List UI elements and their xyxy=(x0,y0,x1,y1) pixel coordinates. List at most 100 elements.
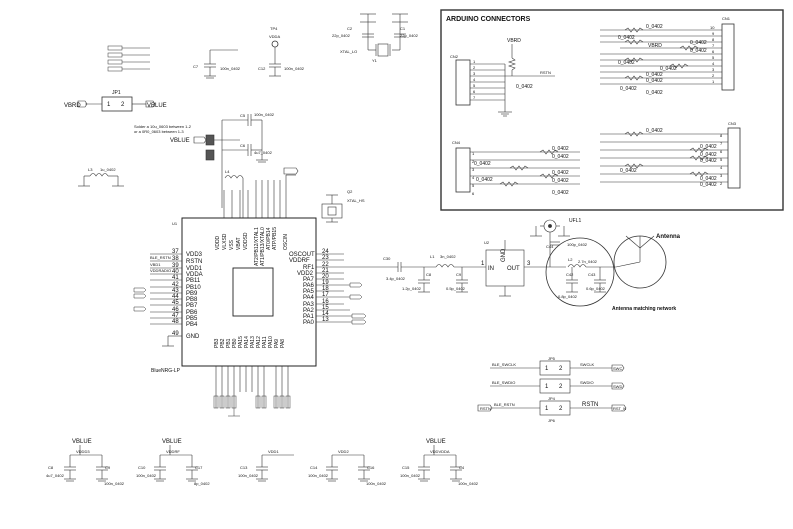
c7-label: C7 xyxy=(193,64,199,69)
jp1-label: JP1 xyxy=(112,90,121,96)
rail-label: VBLUE xyxy=(426,439,446,445)
cap-ref: C8 xyxy=(48,465,54,470)
svg-text:0_0402: 0_0402 xyxy=(552,170,569,176)
cap-ref: C15 xyxy=(402,465,410,470)
svg-text:7: 7 xyxy=(712,43,715,48)
jp4-left-net: BLE_SWDIO xyxy=(492,380,515,385)
ic-left-pin-name: PB6 xyxy=(186,310,198,316)
c5-value: 100n_0402 xyxy=(254,112,275,117)
cap-value: 100n_0402 xyxy=(400,473,421,478)
solder-note-2: or a 0R0_0603 between 1-3 xyxy=(134,129,184,134)
ic-ref: U1 xyxy=(172,221,178,226)
ic-right-pin-name: VDD2 xyxy=(297,271,314,277)
xtal-hs-label: XTAL_HS xyxy=(347,198,365,203)
svg-text:0_0402: 0_0402 xyxy=(474,161,491,167)
net-label: VDDRF xyxy=(166,449,180,454)
ic-bottom-pin: PA9 xyxy=(274,339,280,348)
ic-right-pin-name: OSCOUT xyxy=(289,252,315,258)
cap-ref: C4 xyxy=(459,465,465,470)
ic-left-pin-name: RSTN xyxy=(186,259,202,265)
svg-text:1: 1 xyxy=(472,151,475,156)
tp4-testpoint: TP4 VDDA C12 100n_0402 xyxy=(258,26,305,77)
c2-label: C2 xyxy=(347,26,353,31)
ic-top-pin: AT1/PB13/XTAL0 xyxy=(260,227,266,266)
xtal-lo-label: XTAL_LO xyxy=(340,49,357,54)
svg-text:1: 1 xyxy=(107,102,111,108)
cap-value: 100n_0402 xyxy=(308,473,329,478)
top-left-port-cluster xyxy=(107,45,150,72)
c9-rf-label: C9 xyxy=(456,272,462,277)
c42-label: C42 xyxy=(566,272,574,277)
balun-out: OUT xyxy=(507,266,520,272)
jp5-left-net: BLE_SWCLK xyxy=(492,362,516,367)
c12-value: 100n_0402 xyxy=(284,66,305,71)
rail-label: VBLUE xyxy=(162,439,182,445)
ic-bottom-pin: PA8 xyxy=(280,339,286,348)
ic-right-pin-name: PA1 xyxy=(303,314,315,320)
svg-text:VBRD: VBRD xyxy=(648,43,662,49)
cap-ref: C17 xyxy=(195,465,203,470)
svg-text:5: 5 xyxy=(712,55,715,60)
ic-left-pin-name: PB11 xyxy=(186,278,201,284)
jp6-left-port: RSTN xyxy=(480,406,491,411)
vdda-label: VDDA xyxy=(269,34,280,39)
svg-text:9: 9 xyxy=(712,31,715,36)
svg-text:0_0402: 0_0402 xyxy=(646,128,663,134)
ic-right-pin-num: 21 xyxy=(322,268,329,274)
jp5-port: SWC xyxy=(613,366,622,371)
ic-left-pin-num: 42 xyxy=(172,282,179,288)
inductor-l4 xyxy=(224,175,244,218)
c42-value: 0.8p_0402 xyxy=(558,294,578,299)
ic-left-pin-name: PB8 xyxy=(186,297,198,303)
svg-text:0_0402: 0_0402 xyxy=(618,35,635,41)
ic-left-net: VBD1 xyxy=(150,262,161,267)
c5-label: C5 xyxy=(240,113,246,118)
ic-right-pins xyxy=(316,253,398,323)
svg-text:1: 1 xyxy=(545,384,549,390)
cn2-resistor-value: 0_0402 xyxy=(516,84,533,90)
svg-text:0_0402: 0_0402 xyxy=(700,182,717,188)
jp6-label: JP6 xyxy=(548,418,556,423)
svg-text:0_0402: 0_0402 xyxy=(646,90,663,96)
u2-label: U2 xyxy=(484,240,490,245)
cap-ref: C10 xyxy=(138,465,146,470)
c8-rf-label: C8 xyxy=(426,272,432,277)
svg-text:2: 2 xyxy=(559,384,563,390)
c7-value: 100n_0402 xyxy=(220,66,241,71)
svg-text:8: 8 xyxy=(712,37,715,42)
ic-left-pin-num: 45 xyxy=(172,300,179,306)
net-label: VDD1 xyxy=(268,449,279,454)
ic-left-pin-num: 43 xyxy=(172,288,179,294)
svg-text:5: 5 xyxy=(473,83,476,88)
c43-value: 0.6p_0402 xyxy=(586,286,606,291)
svg-text:2: 2 xyxy=(712,73,715,78)
crystal-q2 xyxy=(283,167,343,223)
ic-left-pin-num: 49 xyxy=(172,331,179,337)
ic-right-pin-num: 17 xyxy=(322,292,329,298)
ic-right-pin-num: 22 xyxy=(322,262,329,268)
tp4-label: TP4 xyxy=(270,26,278,31)
svg-text:2: 2 xyxy=(559,406,563,412)
svg-text:3: 3 xyxy=(712,67,715,72)
cn3-connector xyxy=(727,127,741,189)
c6-value: 4u7_0402 xyxy=(254,150,273,155)
svg-text:10: 10 xyxy=(710,25,715,30)
y1-label: Y1 xyxy=(372,58,378,63)
svg-text:0_0402: 0_0402 xyxy=(646,72,663,78)
ic-left-pin-num: 47 xyxy=(172,313,179,319)
ic-left-pin-name: PB10 xyxy=(186,285,201,291)
svg-text:0_0402: 0_0402 xyxy=(700,144,717,150)
antenna-label: Antenna xyxy=(656,234,681,240)
bottom-decoupling-caps: VBLUEVDDD3C84u7_0402C9100n_0402VBLUEVDDR… xyxy=(46,439,479,486)
ic-left-pin-num: 41 xyxy=(172,275,179,281)
arduino-title: ARDUINO CONNECTORS xyxy=(446,16,531,23)
svg-text:0_0402: 0_0402 xyxy=(646,78,663,84)
cn2-connector xyxy=(455,59,471,106)
jp6-port: RST_N xyxy=(613,406,626,411)
ic-bottom-pin: PA12 xyxy=(256,336,262,348)
jp1-vblue-label: VBLUE xyxy=(147,103,167,109)
